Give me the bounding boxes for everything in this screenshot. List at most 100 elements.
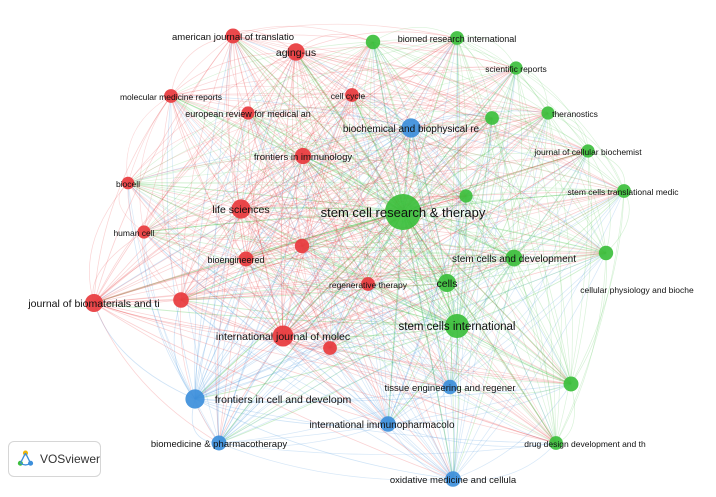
network-link <box>295 51 458 327</box>
network-link <box>302 155 572 385</box>
node-journal-biomaterials[interactable] <box>85 294 103 312</box>
node-green-unlabeled-a[interactable] <box>365 34 381 50</box>
network-link <box>143 150 589 233</box>
vosviewer-badge[interactable]: VOSviewer <box>8 441 101 477</box>
node-stem-cells-development[interactable] <box>505 249 523 267</box>
label-frontiers-immunology[interactable]: frontiers in immunology <box>254 152 352 163</box>
network-link <box>282 211 404 337</box>
network-link <box>93 51 297 304</box>
label-tissue-engineering[interactable]: tissue engineering and regener <box>385 383 516 394</box>
node-stem-cells-translational[interactable] <box>617 184 631 198</box>
node-human-cell[interactable] <box>137 225 151 239</box>
label-cells[interactable]: cells <box>436 278 457 290</box>
label-theranostics[interactable]: theranostics <box>552 109 598 119</box>
network-link <box>218 257 515 444</box>
network-link <box>282 41 374 337</box>
node-green-unlabeled-b[interactable] <box>485 111 499 125</box>
node-green-unlabeled-d[interactable] <box>563 376 579 392</box>
node-biomed-research-international[interactable] <box>450 31 464 45</box>
network-link <box>93 155 304 304</box>
label-international-journal-molec[interactable]: international journal of molec <box>216 331 350 343</box>
network-link <box>302 155 467 197</box>
label-stem-cell-research[interactable]: stem cell research & therapy <box>321 205 486 220</box>
network-link <box>194 347 331 400</box>
node-oxidative-medicine[interactable] <box>445 471 461 487</box>
label-life-sciences[interactable]: life sciences <box>212 204 269 216</box>
network-link <box>329 37 458 349</box>
node-bioengineered[interactable] <box>238 251 254 267</box>
node-drug-design[interactable] <box>549 436 563 450</box>
node-frontiers-immunology[interactable] <box>294 147 312 165</box>
network-link <box>329 347 389 425</box>
network-link <box>240 208 515 259</box>
network-link <box>240 208 284 337</box>
label-international-immunopharm[interactable]: international immunopharmacolo <box>309 420 455 431</box>
label-american-journal[interactable]: american journal of translatio <box>172 32 294 43</box>
node-scientific-reports[interactable] <box>509 61 523 75</box>
node-biocell[interactable] <box>121 176 135 190</box>
node-molecular-medicine-reports[interactable] <box>164 89 178 103</box>
network-link <box>301 195 467 247</box>
label-oxidative-medicine[interactable]: oxidative medicine and cellula <box>390 475 517 486</box>
node-frontiers-cell-dev[interactable] <box>185 389 205 409</box>
node-red-unlabeled-b[interactable] <box>294 238 310 254</box>
node-american-journal[interactable] <box>225 28 241 44</box>
network-link <box>170 37 458 97</box>
network-link <box>170 95 242 210</box>
node-red-unlabeled-a[interactable] <box>173 292 189 308</box>
label-drug-design[interactable]: drug design development and th <box>524 439 646 449</box>
node-cellular-physiology[interactable] <box>598 245 614 261</box>
node-cell-cycle[interactable] <box>345 88 359 102</box>
label-biomedicine-pharmacotherapy[interactable]: biomedicine & pharmacotherapy <box>151 439 287 450</box>
network-link <box>218 442 557 455</box>
label-biochemical-biophysical[interactable]: biochemical and biophysical re <box>343 124 480 135</box>
node-journal-cellular-biochem[interactable] <box>581 144 595 158</box>
label-frontiers-cell-dev[interactable]: frontiers in cell and developm <box>215 394 352 406</box>
network-link <box>245 67 517 260</box>
label-stem-cells-international[interactable]: stem cells international <box>399 321 516 333</box>
network-link <box>410 127 589 152</box>
node-stem-cells-international[interactable] <box>445 314 469 338</box>
label-biocell[interactable]: biocell <box>116 179 140 189</box>
node-aging-us[interactable] <box>287 43 305 61</box>
node-biomedicine-pharmacotherapy[interactable] <box>211 435 227 451</box>
node-life-sciences[interactable] <box>231 199 251 219</box>
label-cellular-physiology[interactable]: cellular physiology and bioche <box>580 285 694 295</box>
label-european-review[interactable]: european review for medical an <box>185 109 311 119</box>
network-link <box>456 37 515 259</box>
node-theranostics[interactable] <box>541 106 555 120</box>
network-link <box>449 150 589 388</box>
label-stem-cells-development[interactable]: stem cells and development <box>452 254 576 265</box>
label-regenerative-therapy[interactable]: regenerative therapy <box>329 280 408 290</box>
node-european-review[interactable] <box>241 106 255 120</box>
network-link <box>402 211 557 444</box>
node-green-unlabeled-c[interactable] <box>459 189 473 203</box>
network-link <box>93 37 458 304</box>
label-scientific-reports[interactable]: scientific reports <box>485 64 546 74</box>
network-link <box>143 231 515 259</box>
node-stem-cell-research[interactable] <box>385 194 421 230</box>
network-link <box>180 112 249 301</box>
node-international-immunopharm[interactable] <box>380 416 396 432</box>
label-journal-biomaterials[interactable]: journal of biomaterials and ti <box>27 298 159 310</box>
label-bioengineered[interactable]: bioengineered <box>207 255 264 265</box>
node-regenerative-therapy[interactable] <box>361 277 375 291</box>
label-molecular-medicine-reports[interactable]: molecular medicine reports <box>120 92 222 102</box>
label-cell-cycle[interactable]: cell cycle <box>331 91 366 101</box>
label-journal-cellular-biochem[interactable]: journal of cellular biochemist <box>533 147 642 157</box>
label-stem-cells-translational[interactable]: stem cells translational medic <box>567 187 679 197</box>
node-international-journal-molec[interactable] <box>272 325 294 347</box>
network-link <box>180 283 369 301</box>
node-red-unlabeled-c[interactable] <box>323 341 337 355</box>
label-human-cell[interactable]: human cell <box>113 228 154 238</box>
network-link <box>93 112 249 304</box>
node-biochemical-biophysical[interactable] <box>401 118 421 138</box>
node-tissue-engineering[interactable] <box>442 379 458 395</box>
network-link <box>351 37 458 96</box>
label-aging-us[interactable]: aging-us <box>276 47 316 59</box>
network-link <box>232 35 589 152</box>
label-biomed-research-international[interactable]: biomed research international <box>398 34 517 44</box>
node-cells[interactable] <box>438 274 456 292</box>
network-link <box>372 41 549 114</box>
